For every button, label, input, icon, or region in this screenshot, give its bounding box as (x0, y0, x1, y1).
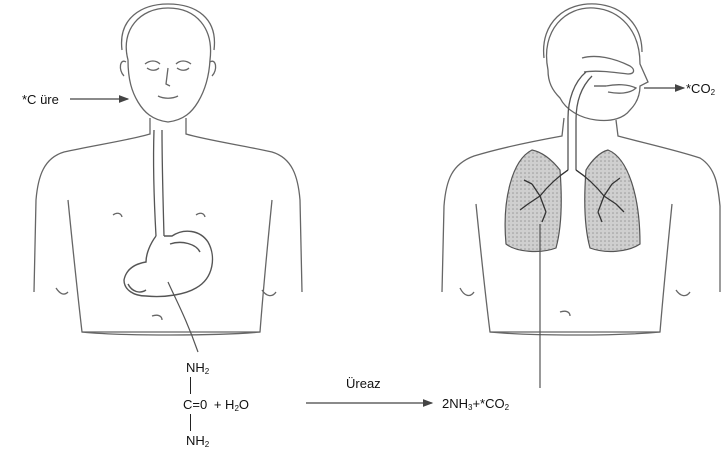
urea-top-nh: NH (186, 360, 205, 375)
urea-carbonyl: C=0 (183, 397, 207, 412)
products-sub2: 2 (505, 403, 509, 412)
left-human-figure (34, 4, 302, 335)
urea-bottom-bond (190, 414, 191, 431)
products-nh: 2NH (442, 396, 468, 411)
left-hair (122, 4, 215, 50)
urea-top-nh2: NH2 (186, 361, 209, 376)
urea-bottom-sub: 2 (205, 440, 209, 449)
urea-bottom-nh2: NH2 (186, 434, 209, 449)
left-stomach (124, 231, 212, 296)
urea-input-prefix: *C (22, 92, 36, 107)
left-neck (34, 118, 150, 292)
urea-top-sub: 2 (205, 367, 209, 376)
co2-output-subscript: 2 (711, 88, 715, 97)
left-eye (145, 61, 160, 64)
right-hair (544, 4, 642, 58)
co2-output-prefix: *CO (686, 81, 711, 96)
left-nipple (113, 213, 122, 217)
co2-output-label: *CO2 (686, 82, 715, 97)
urea-center-line: C=0 + H2O (183, 398, 249, 413)
left-esophagus (154, 130, 164, 236)
products-label: 2NH3+*CO2 (442, 397, 509, 412)
water-prefix: + H (214, 397, 235, 412)
urea-input-name: üre (40, 92, 59, 107)
right-lung (585, 150, 640, 251)
left-eye (176, 61, 191, 64)
products-co: +*CO (472, 396, 504, 411)
right-human-figure (442, 4, 720, 335)
urea-top-bond (190, 377, 191, 394)
right-mouth (606, 85, 636, 94)
urea-input-label: *C üre (22, 93, 59, 106)
left-head-outline (126, 8, 210, 122)
right-nasal-cavity (582, 56, 634, 74)
left-torso (68, 200, 272, 332)
water-term: + H2O (214, 397, 249, 412)
right-lungs (505, 150, 640, 251)
water-suffix: O (239, 397, 249, 412)
right-head-outline (547, 8, 648, 121)
enzyme-label: Üreaz (346, 377, 381, 390)
urea-bottom-nh: NH (186, 433, 205, 448)
